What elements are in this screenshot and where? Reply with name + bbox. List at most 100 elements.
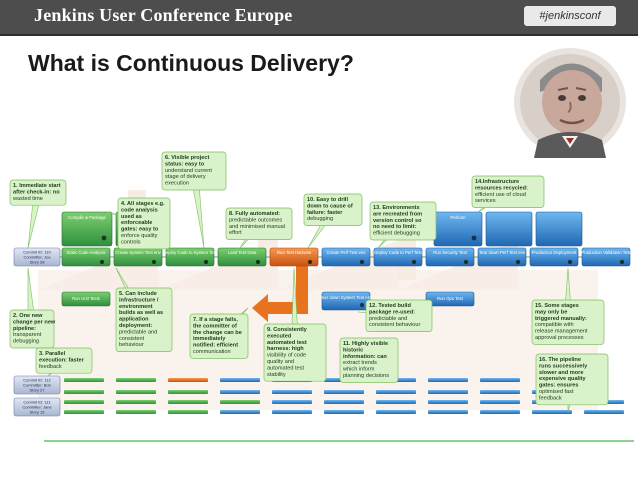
note-text: failure: faster [307, 210, 343, 216]
historic-stage-bar [324, 400, 364, 404]
stage-box[interactable]: Load Test Data [217, 247, 267, 267]
note-text: predictable and [369, 316, 407, 322]
stage-row-3: Run Unit Tests Tear down System Test env… [61, 291, 475, 311]
stage-box[interactable]: Production Deployment [529, 247, 579, 267]
note-text: package re-used: [369, 309, 415, 315]
historic-stage-bar [168, 400, 208, 404]
stage-box[interactable]: Compile & Package [61, 211, 113, 247]
commit-box[interactable]: Commit ID: 112 Committer: Bob Story 27 [13, 375, 61, 395]
note-text: harness: high [267, 346, 304, 352]
stage-box-blank[interactable] [535, 211, 583, 247]
note-text: behaviour [119, 342, 144, 348]
stage-box[interactable]: Deploy Code to Perf Test [373, 247, 423, 267]
historic-stage-bar [220, 390, 260, 394]
commit-line: Commit ID: 111 [23, 400, 51, 405]
stage-box[interactable]: Tear down Perf Test env [477, 247, 527, 267]
note-text: information: can [343, 354, 387, 360]
note-text: 3. Parallel [39, 351, 66, 357]
stage-box[interactable]: Run Unit Tests [61, 291, 111, 307]
stage-status-icon [412, 260, 416, 264]
note-text: infrastructure / [119, 297, 159, 303]
pipeline-svg: Commit ID: 110 Committer: Joe Story 28 C… [9, 151, 631, 417]
historic-stage-bar [428, 400, 468, 404]
note-text: automated test [267, 365, 304, 371]
note-text: debugging [307, 216, 333, 222]
note-text: execution: faster [39, 357, 85, 363]
commit-line: Story 15 [30, 410, 46, 415]
note-text: historic [343, 347, 363, 353]
note-text: stage of delivery [165, 174, 206, 180]
note-text: visibility of code [267, 353, 306, 359]
slide-title: What is Continuous Delivery? [28, 50, 354, 76]
commit-box[interactable]: Commit ID: 111 Committer: Jane Story 15 [13, 397, 61, 417]
commit-line: Committer: Bob [23, 383, 52, 388]
stage-status-icon [204, 260, 208, 264]
commit-line: Commit ID: 112 [23, 378, 51, 383]
timeline-arrow [44, 440, 634, 442]
stage-box[interactable]: Create System Test env [113, 247, 163, 267]
stage-box[interactable]: Deploy Code to System Test [163, 247, 218, 267]
note-text: consistent [119, 336, 145, 342]
note-text: triggered manually: [535, 316, 587, 322]
note-text: 5. Can include [119, 291, 157, 297]
historic-stage-bar [480, 400, 520, 404]
stage-box[interactable]: Run Security Test [425, 247, 475, 267]
stage-box[interactable]: Create Perf Test env [321, 247, 371, 267]
historic-stage-bar [168, 410, 208, 414]
note-text: predictable outcomes [229, 217, 282, 223]
stage-box-blank[interactable] [485, 211, 533, 247]
historic-stage-bar [116, 378, 156, 382]
stage-label: Static Code Analysis [66, 250, 105, 255]
stage-box[interactable]: Run Ops Test [425, 291, 475, 307]
note-text: 2. One new [13, 313, 43, 319]
stage-label: Production Validation Test [581, 250, 631, 255]
stage-status-icon [308, 260, 312, 264]
stage-box[interactable]: Run Test Harness [269, 247, 319, 267]
stage-box[interactable]: Static Code Analysis [61, 247, 111, 267]
historic-stage-bar [480, 410, 520, 414]
note-text: 1. Immediate start [13, 183, 61, 189]
historic-stage-bar [220, 400, 260, 404]
note-text: immediately [193, 336, 226, 342]
note-text: debugging [13, 339, 39, 345]
stage-label: Create Perf Test env [326, 250, 366, 255]
historic-stage-bar [480, 390, 520, 394]
stage-box[interactable]: Perform [433, 211, 483, 247]
note-text: wasted time [12, 196, 43, 202]
note-text: environment [119, 304, 153, 310]
note-text: the change can be [193, 330, 242, 336]
note-text: optimised fast [539, 389, 574, 395]
note-text: notified: efficient [193, 343, 238, 349]
stage-label: Compile & Package [68, 215, 106, 220]
historic-stage-bar [532, 410, 572, 414]
commit-box[interactable]: Commit ID: 110 Committer: Joe Story 28 [13, 247, 61, 267]
stage-label: Load Test Data [228, 250, 257, 255]
note-text: automated test [267, 340, 307, 346]
note-text: execution [165, 181, 189, 187]
note-text: down to cause of [307, 203, 353, 209]
stage-box[interactable]: Tear down System Test env [320, 291, 373, 311]
stage-status-icon [471, 235, 477, 241]
conference-title: Jenkins User Conference Europe [34, 5, 293, 25]
historic-stage-bar [168, 378, 208, 382]
hashtag-badge: #jenkinsconf [524, 6, 616, 26]
stage-label: Run Security Test [433, 250, 467, 255]
stage-box[interactable]: Production Validation Test [581, 247, 631, 267]
historic-stage-bar [64, 410, 104, 414]
callout-note: 8. Fully automated:predictable outcomesa… [225, 207, 293, 249]
note-text: application [119, 317, 149, 323]
stage-label: Run Test Harness [277, 250, 311, 255]
stage-label: Tear down System Test env [320, 295, 373, 300]
historic-stage-bar [168, 390, 208, 394]
note-text: 12. Tested build [369, 303, 411, 309]
stage-status-icon [464, 260, 468, 264]
stage-status-icon [256, 260, 260, 264]
